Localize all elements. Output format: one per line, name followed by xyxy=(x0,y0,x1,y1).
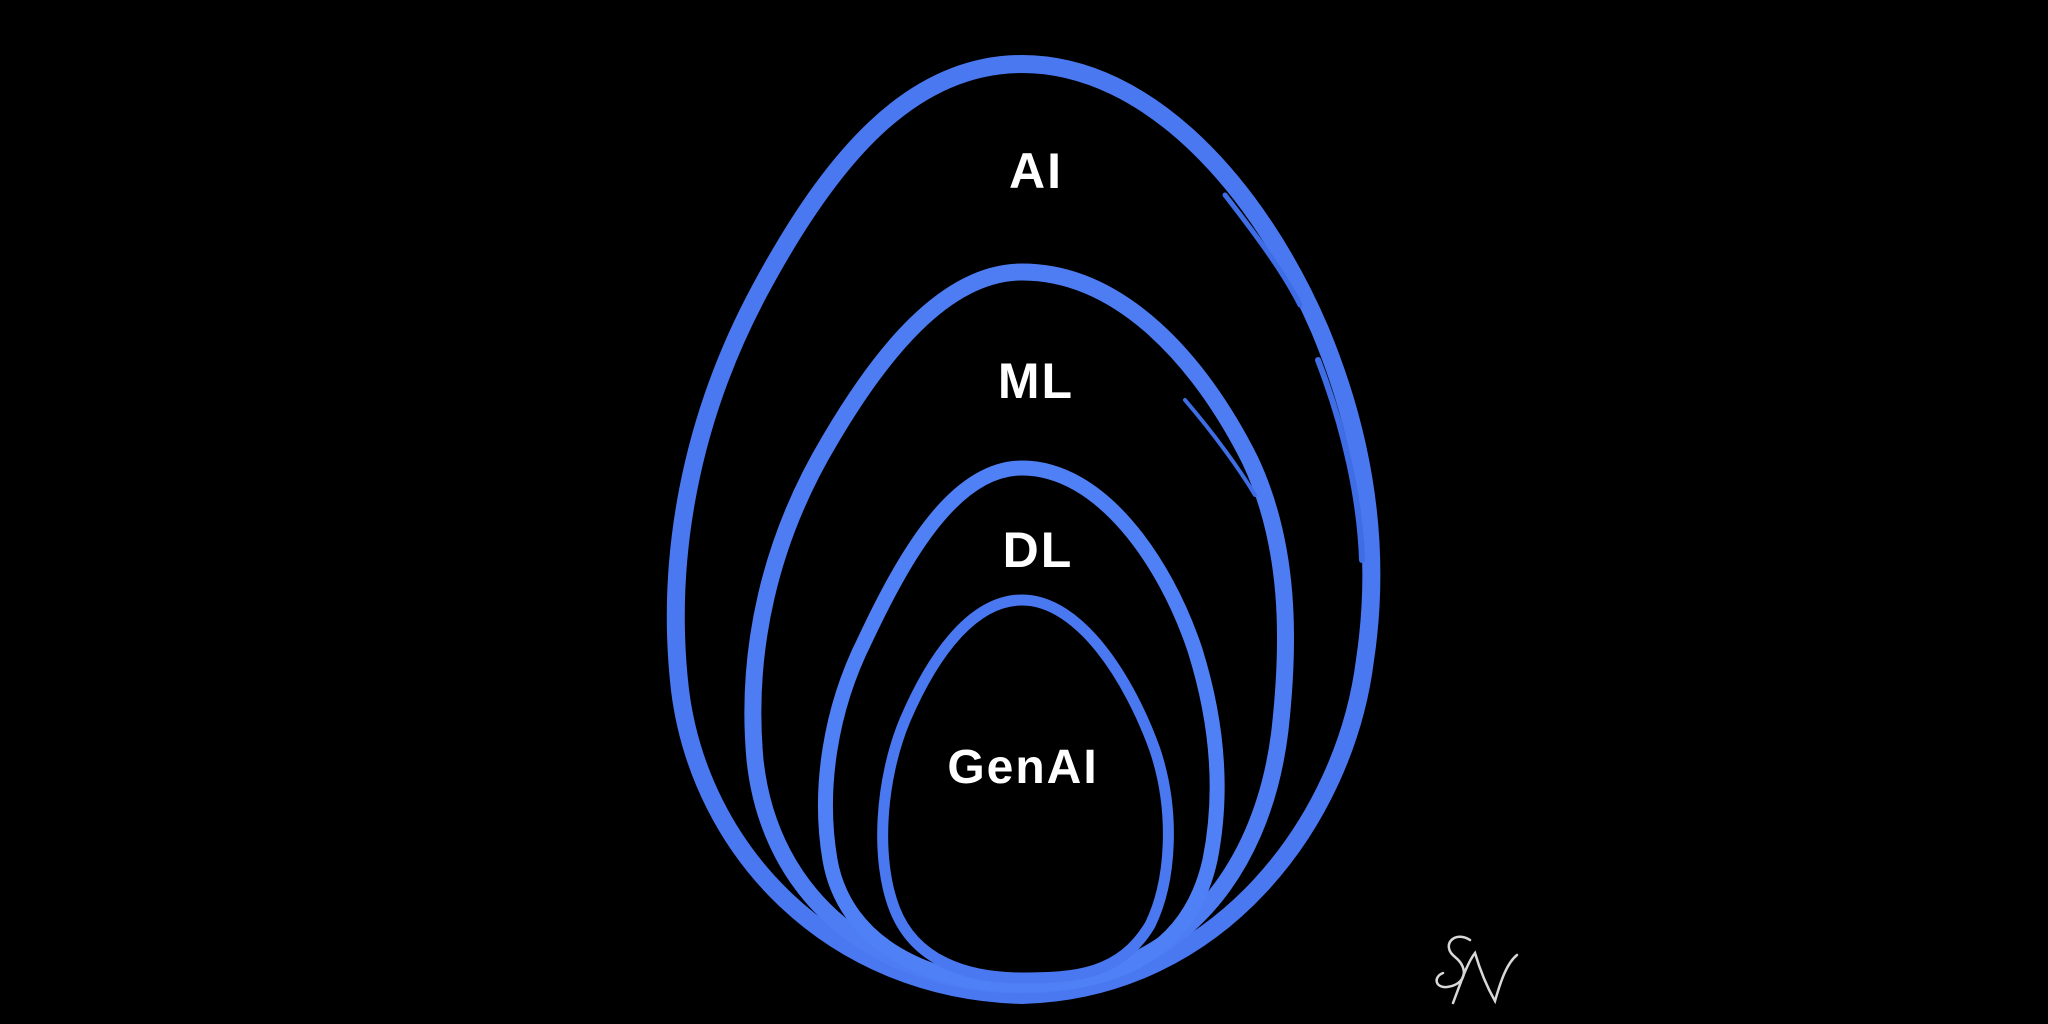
egg-ai-brush-stroke-2 xyxy=(1315,357,1365,563)
label-ml: ML xyxy=(998,353,1074,409)
egg-ai-brush-stroke xyxy=(1222,192,1303,308)
egg-ml-brush-stroke xyxy=(1183,398,1257,497)
signature-logo xyxy=(1435,935,1519,1005)
egg-dl: DL xyxy=(817,460,1225,993)
egg-genai: GenAI xyxy=(877,594,1174,984)
egg-ai: AI xyxy=(666,55,1381,1004)
label-dl: DL xyxy=(1003,522,1074,578)
label-ai: AI xyxy=(1009,143,1063,199)
egg-genai-outline xyxy=(877,594,1174,984)
egg-ai-outline xyxy=(666,55,1381,1004)
label-genai: GenAI xyxy=(947,741,1098,794)
egg-dl-outline xyxy=(817,460,1225,993)
